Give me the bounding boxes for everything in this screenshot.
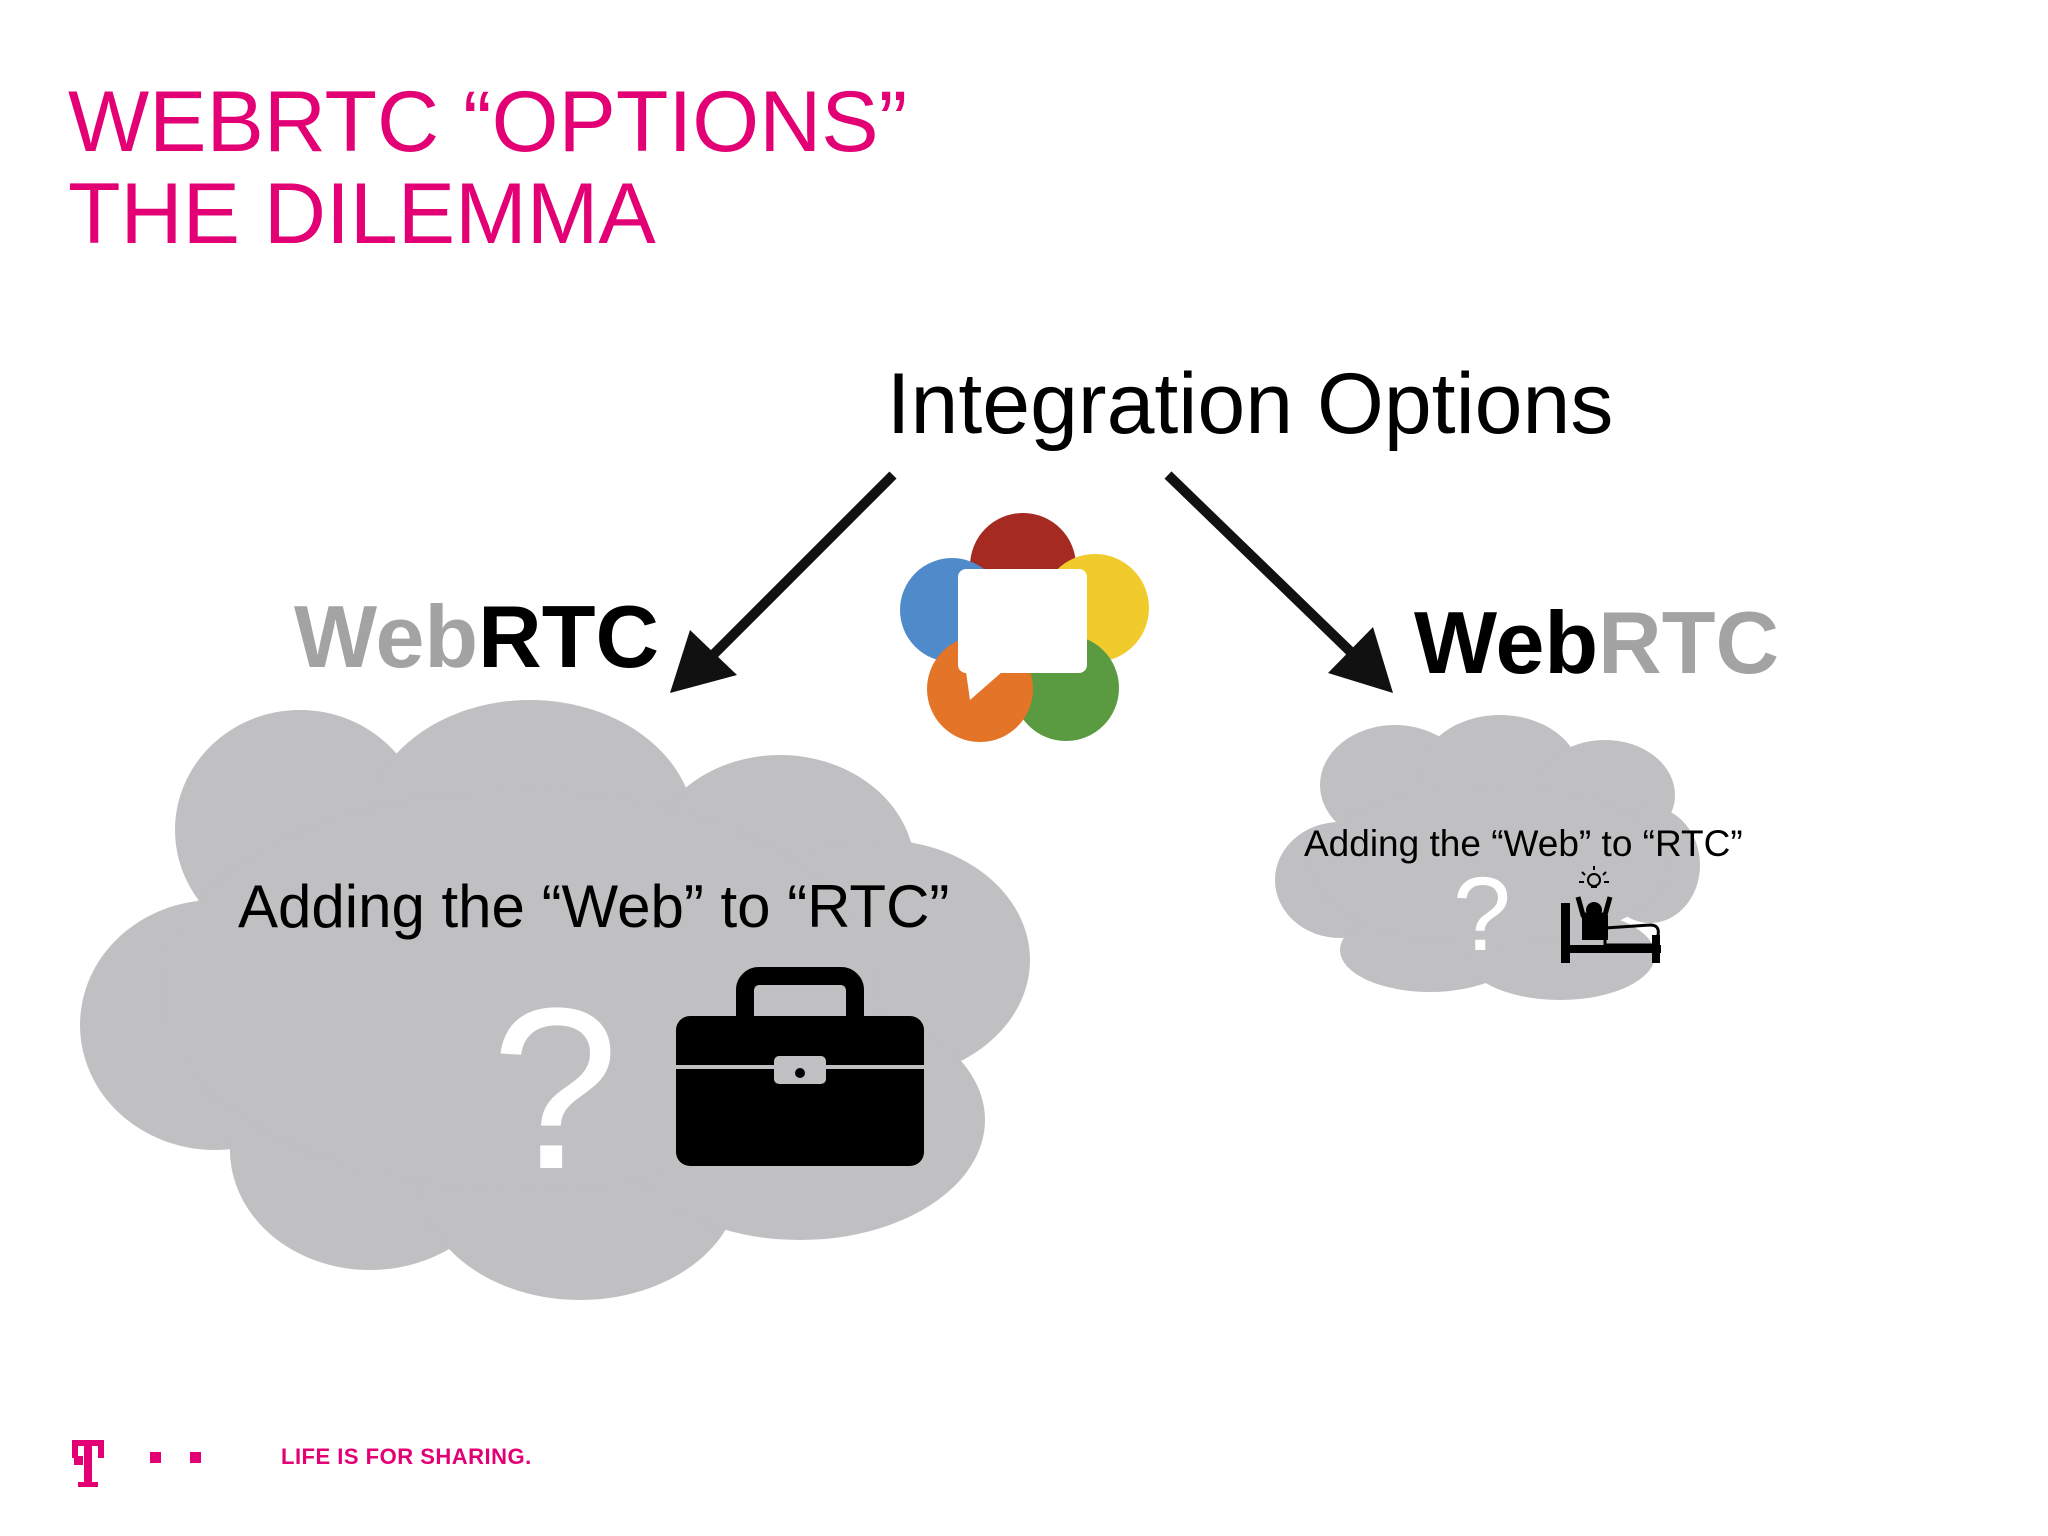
left-cloud-text: Adding the “Web” to “RTC” xyxy=(238,873,950,940)
briefcase-icon xyxy=(676,967,924,1166)
right-arrow xyxy=(1164,471,1393,693)
left-cloud xyxy=(80,700,1030,1300)
t-mobile-logo-icon xyxy=(72,1440,201,1487)
integration-options-heading: Integration Options xyxy=(886,356,1614,452)
left-wordmark-web: Web xyxy=(294,587,479,686)
left-webrtc-wordmark: WebRTC xyxy=(294,586,659,688)
footer-tagline: LIFE IS FOR SHARING. xyxy=(281,1444,532,1469)
right-wordmark-rtc: RTC xyxy=(1598,593,1780,692)
slide-title: WEBRTC “OPTIONS” THE DILEMMA xyxy=(68,76,907,260)
right-cloud-text: Adding the “Web” to “RTC” xyxy=(1304,823,1743,864)
title-line-1: WEBRTC “OPTIONS” xyxy=(68,74,908,170)
right-wordmark-web: Web xyxy=(1414,593,1599,692)
left-question-mark: ? xyxy=(491,960,619,1217)
idea-in-bed-icon xyxy=(1561,866,1661,963)
right-webrtc-wordmark: WebRTC xyxy=(1414,592,1779,694)
left-wordmark-rtc: RTC xyxy=(478,587,660,686)
title-line-2: THE DILEMMA xyxy=(68,166,656,262)
webrtc-logo-icon xyxy=(900,513,1149,742)
right-question-mark: ? xyxy=(1453,856,1511,973)
left-arrow xyxy=(670,471,897,693)
